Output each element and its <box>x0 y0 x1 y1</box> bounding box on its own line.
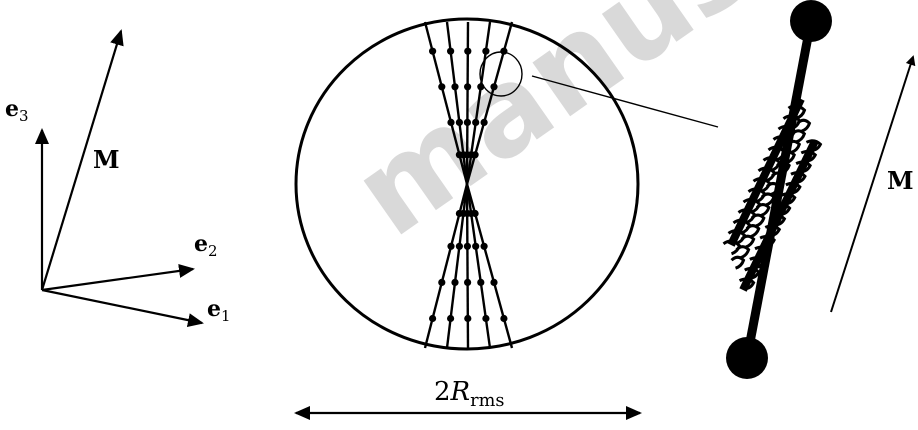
coil-tooth <box>757 166 777 183</box>
fibre-bead <box>464 278 472 286</box>
fibre-bead <box>464 314 472 323</box>
molecule-rod <box>722 0 916 379</box>
fibre-bundle <box>423 21 514 349</box>
coil-tooth <box>727 229 747 245</box>
fibre-line <box>445 21 469 185</box>
m-label-left: M <box>93 145 120 174</box>
fibre-bead <box>447 314 455 323</box>
molecule-m-arrow <box>830 55 916 313</box>
fibre-bead <box>464 47 472 55</box>
fibre-bead <box>447 47 455 55</box>
fibre-bead <box>490 83 498 91</box>
fibre-bead <box>429 314 437 323</box>
coil-tooth <box>805 139 823 152</box>
coil-tooth <box>754 245 771 259</box>
fibre-bead <box>482 314 490 323</box>
fibre-bead <box>438 278 446 286</box>
e3-label: e3 <box>5 96 29 126</box>
fibre-bead <box>472 118 480 126</box>
coordinate-frame <box>35 29 204 328</box>
fibre-bead <box>463 118 471 126</box>
fibre-line <box>465 183 492 349</box>
fibre-bead <box>471 151 479 159</box>
e2-label: e2 <box>194 231 218 261</box>
diameter-label: 2Rrms <box>434 377 505 412</box>
rod-top-ball <box>790 0 832 42</box>
coil-tooth <box>747 187 767 204</box>
fibre-bead <box>447 118 455 126</box>
coil-tooth <box>738 277 756 291</box>
fibre-bead <box>438 83 446 91</box>
fibre-bead <box>500 47 508 55</box>
fibre-bead <box>500 314 508 323</box>
fibre-bead <box>480 242 488 250</box>
fibre-bead <box>490 278 498 286</box>
coil-tooth <box>742 198 762 214</box>
coil-tooth <box>767 145 787 162</box>
coil-tooth <box>772 135 792 151</box>
fibre-line <box>423 183 469 349</box>
e1-axis-arrow <box>41 288 204 328</box>
fibre-line <box>465 21 470 185</box>
fibre-line <box>465 183 470 349</box>
fibre-bead <box>463 242 471 250</box>
m-vector-arrow <box>40 29 124 291</box>
cross-section-circle <box>294 17 640 351</box>
fibre-bead <box>482 47 490 55</box>
coil-teeth <box>722 104 823 291</box>
fibre-bead <box>451 83 459 91</box>
fibre-bead <box>471 209 479 218</box>
fibre-bead <box>451 278 459 286</box>
zoom-leader-line <box>531 75 719 128</box>
e2-axis-arrow <box>41 263 195 292</box>
coil-tooth <box>737 208 757 224</box>
rail-left <box>727 97 805 247</box>
fibre-bead <box>455 118 463 126</box>
fibre-bead <box>447 242 455 250</box>
fibre-bead <box>480 118 488 126</box>
coil-tooth <box>787 104 807 120</box>
coil-tooth <box>722 239 742 256</box>
m-label-right: M <box>887 166 914 195</box>
coil-tooth <box>774 203 792 216</box>
fibre-bead <box>455 242 463 250</box>
fibre-bead <box>477 278 485 286</box>
coil-tooth <box>759 235 776 248</box>
coil-tooth <box>762 156 782 172</box>
coil-tooth <box>790 171 807 184</box>
fibre-line <box>423 21 469 185</box>
coil-tooth <box>764 224 782 237</box>
coil-tooth <box>780 192 797 206</box>
fibre-bead <box>429 47 437 55</box>
coil-tooth <box>795 160 812 174</box>
coil-tooth <box>769 213 787 227</box>
coil-tooth <box>777 125 797 141</box>
cross-section <box>294 17 719 351</box>
coil-tooth <box>749 256 766 269</box>
e1-label: e1 <box>207 296 231 326</box>
coil-tooth <box>785 181 802 195</box>
rod-bottom-ball <box>726 337 768 379</box>
fibre-line <box>465 21 514 185</box>
fibre-line <box>445 183 469 349</box>
coil-tooth <box>800 149 818 163</box>
coil-tooth <box>732 218 752 235</box>
zoom-circle <box>479 51 523 97</box>
coil-tooth <box>752 177 772 193</box>
fibre-line <box>465 21 492 185</box>
coil-tooth <box>730 255 746 270</box>
fibre-bead <box>464 83 472 91</box>
coil-tooth <box>782 114 802 131</box>
fibre-line <box>465 183 514 349</box>
coil-tooth <box>744 266 761 280</box>
fibre-bead <box>472 242 480 250</box>
